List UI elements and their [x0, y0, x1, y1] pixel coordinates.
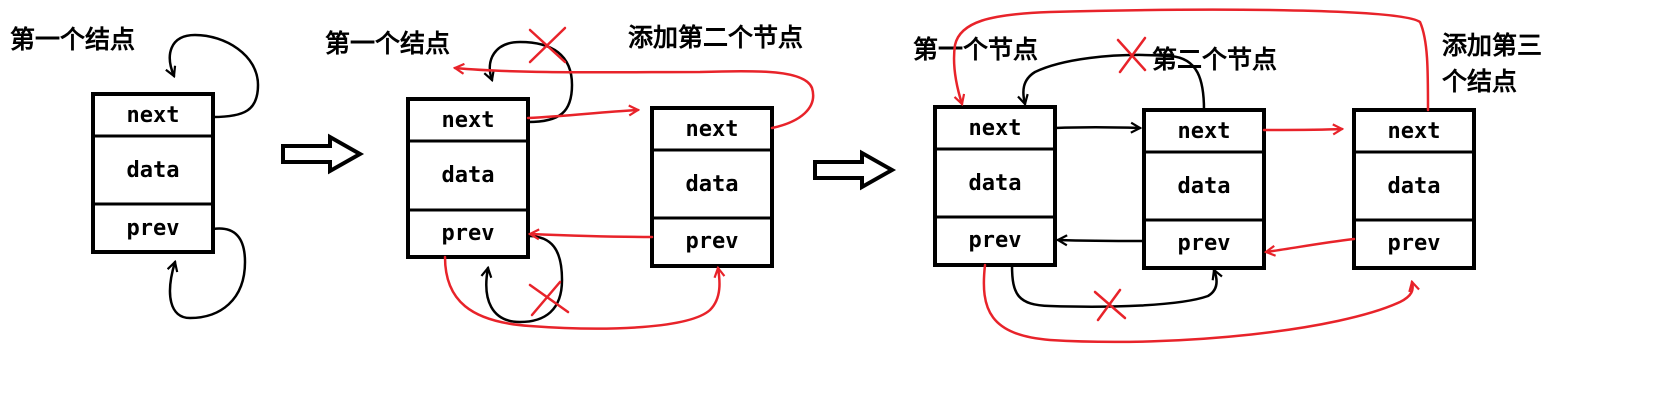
field-prev: prev [686, 229, 739, 254]
node-box [91, 92, 215, 254]
field-prev: prev [442, 221, 495, 246]
caption-first-node: 第一个结点 [325, 29, 450, 58]
node1-next-to-node2 [526, 110, 638, 120]
stage-1: 第一个结点 next data prev [10, 25, 260, 320]
field-data: data [969, 171, 1022, 196]
field-data: data [1178, 174, 1231, 199]
old-node1-prev-to-node2 [1010, 263, 1216, 308]
node1-prev-to-node2 [443, 255, 720, 330]
old-self-next-pointer [490, 40, 574, 124]
node2-next-to-node3 [1262, 129, 1342, 130]
node3-next-to-node1 [952, 8, 1430, 112]
node1-prev-to-node3 [982, 263, 1413, 344]
cross-mark [528, 26, 567, 64]
node1-next-to-node2 [1053, 127, 1140, 128]
node-box [650, 106, 774, 268]
cross-mark [528, 280, 570, 317]
field-next: next [969, 116, 1022, 141]
field-data: data [1388, 174, 1441, 199]
field-prev: prev [127, 216, 180, 241]
cross-mark [1116, 36, 1147, 74]
field-data: data [127, 158, 180, 183]
stage-3: 第一个节点 第二个节点 添加第三 个结点 next data prev next… [913, 8, 1542, 344]
caption-first-node: 第一个节点 [913, 35, 1038, 64]
node3-stage3: next data prev [1352, 108, 1476, 270]
field-prev: prev [1178, 231, 1231, 256]
caption-add-second-node: 添加第二个节点 [628, 23, 803, 52]
field-next: next [686, 117, 739, 142]
transition-arrow-2 [813, 149, 897, 191]
node2-prev-to-node1 [1058, 240, 1146, 241]
field-prev: prev [1388, 231, 1441, 256]
self-prev-pointer [170, 227, 247, 320]
node-stage1: next data prev [91, 92, 215, 254]
node1-stage3: next data prev [933, 105, 1057, 267]
field-next: next [1178, 119, 1231, 144]
caption-first-node: 第一个结点 [10, 25, 135, 54]
transition-arrow-1 [281, 133, 365, 175]
self-next-pointer [170, 33, 260, 119]
field-prev: prev [969, 228, 1022, 253]
node-box [406, 97, 530, 259]
old-node2-next-to-node1 [1023, 53, 1206, 112]
node-box [933, 105, 1057, 267]
caption-add-third-node-line1: 添加第三 [1442, 31, 1542, 60]
node1-stage2: next data prev [406, 97, 530, 259]
node2-stage3: next data prev [1142, 108, 1266, 270]
node2-prev-to-node1 [530, 234, 654, 237]
caption-second-node: 第二个节点 [1152, 45, 1277, 74]
cross-mark [1093, 288, 1127, 322]
node2-stage2: next data prev [650, 106, 774, 268]
stage-2: 第一个结点 添加第二个节点 next data prev next data p… [325, 23, 815, 330]
field-data: data [442, 163, 495, 188]
node2-next-to-node1 [455, 68, 815, 130]
field-data: data [686, 172, 739, 197]
old-self-prev-pointer [486, 234, 564, 324]
node-box [1352, 108, 1476, 270]
field-next: next [127, 103, 180, 128]
caption-add-third-node-line2: 个结点 [1442, 67, 1517, 96]
field-next: next [1388, 119, 1441, 144]
node-box [1142, 108, 1266, 270]
field-next: next [442, 108, 495, 133]
node3-prev-to-node2 [1266, 237, 1356, 252]
